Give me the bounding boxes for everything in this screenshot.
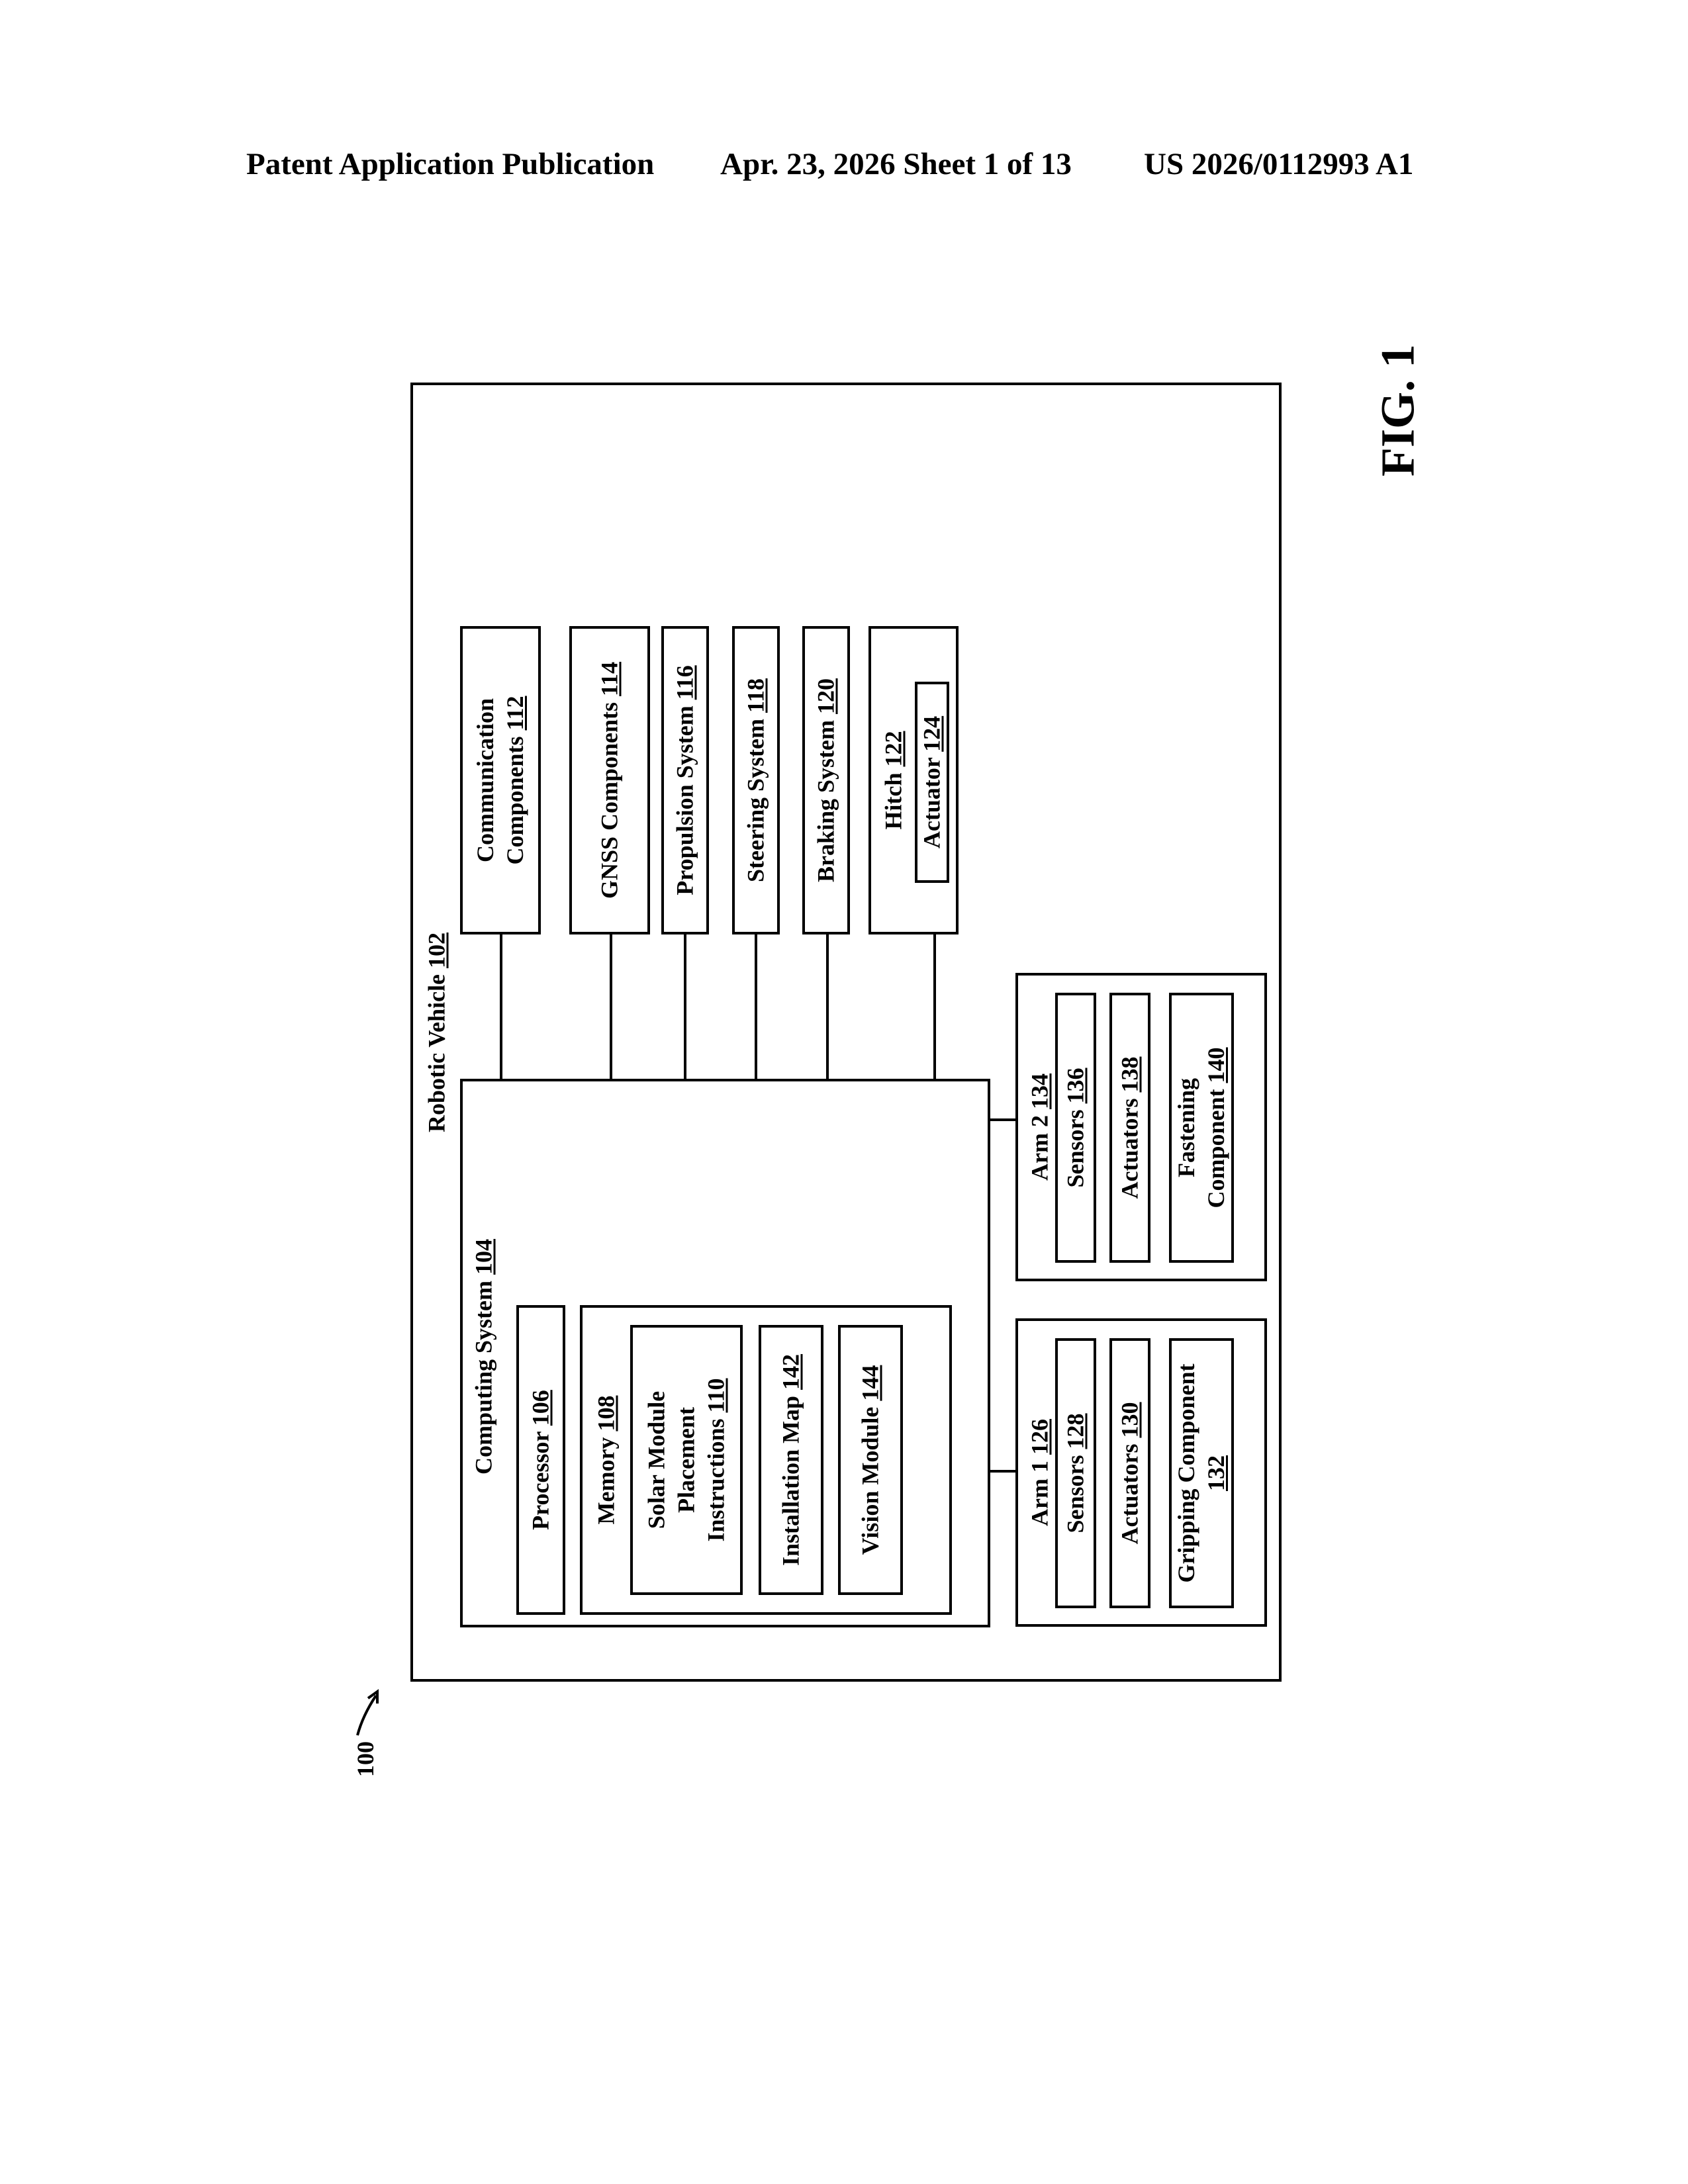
arm2-fastening-label: Fastening Component 140 [1172, 1047, 1231, 1208]
arm2-actuators-label: Actuators 138 [1115, 1057, 1145, 1199]
memory-label: Memory 108 [592, 1396, 622, 1525]
braking-connector [826, 933, 829, 1080]
communication-components-label: Communication Components 112 [471, 696, 530, 864]
steering-connector [755, 933, 757, 1080]
figure-ref: 100 [352, 1741, 379, 1777]
arm2-connector [988, 1118, 1017, 1121]
ref-arrow-icon [351, 1681, 384, 1741]
arm1-connector [988, 1470, 1017, 1473]
installation-map-label: Installation Map 142 [776, 1354, 806, 1566]
propulsion-connector [684, 933, 686, 1080]
hitch-label: Hitch 122 [879, 731, 909, 830]
gnss-components-label: GNSS Components 114 [595, 662, 625, 899]
publication-type: Patent Application Publication [246, 144, 654, 184]
figure-label: FIG. 1 [1371, 344, 1426, 477]
vision-module-label: Vision Module 144 [856, 1365, 886, 1555]
publication-number: US 2026/0112993 A1 [1144, 144, 1413, 184]
arm1-sensors-label: Sensors 128 [1061, 1413, 1091, 1533]
gnss-connector [610, 933, 612, 1080]
propulsion-system-label: Propulsion System 116 [671, 665, 700, 895]
arm1-label: Arm 1 126 [1025, 1419, 1055, 1526]
steering-system-label: Steering System 118 [741, 678, 771, 882]
computing-system-label: Computing System 104 [469, 1239, 499, 1475]
processor-label: Processor 106 [526, 1390, 556, 1530]
arm1-actuators-label: Actuators 130 [1115, 1402, 1145, 1545]
arm2-label: Arm 2 134 [1025, 1073, 1055, 1181]
comm-connector [500, 933, 502, 1080]
arm2-sensors-label: Sensors 136 [1061, 1068, 1091, 1187]
robotic-vehicle-label: Robotic Vehicle 102 [422, 933, 452, 1132]
date-sheet: Apr. 23, 2026 Sheet 1 of 13 [720, 144, 1072, 184]
actuator-label: Actuator 124 [917, 716, 947, 848]
placement-instructions-label: Solar Module Placement Instructions 110 [642, 1378, 731, 1541]
braking-system-label: Braking System 120 [812, 678, 841, 882]
arm1-gripping-label: Gripping Component 132 [1172, 1363, 1231, 1582]
